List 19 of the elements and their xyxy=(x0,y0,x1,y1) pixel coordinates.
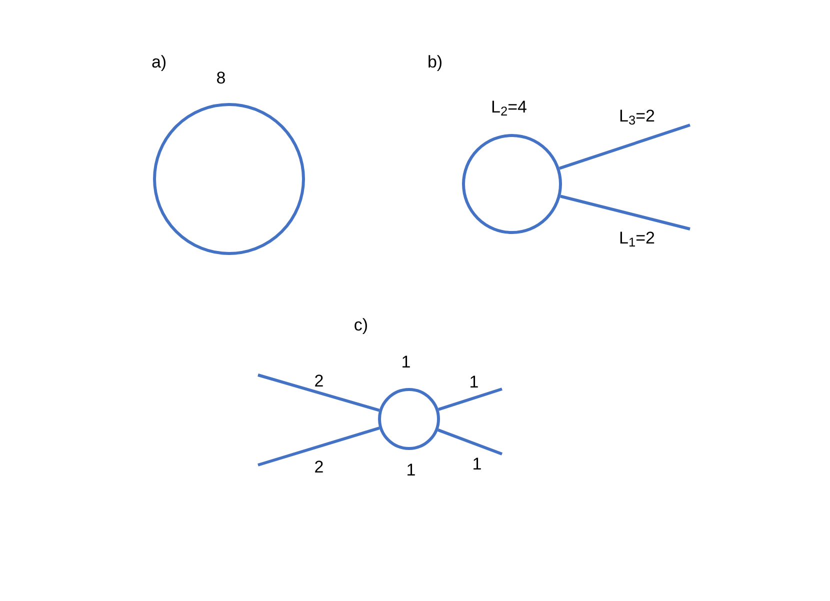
line-segment xyxy=(437,428,503,456)
line-segment xyxy=(438,388,502,411)
panel-label: a) xyxy=(151,54,167,70)
length-label: L$_{2}$=4 xyxy=(491,98,527,116)
edge-label: 2 xyxy=(314,372,324,390)
edge-label: L$_{1}$=2 xyxy=(619,230,655,246)
length-label: 1 xyxy=(401,354,411,370)
edge-label: 1 xyxy=(469,374,479,390)
line-segment xyxy=(560,194,690,230)
line-segment xyxy=(258,374,380,412)
length-label: 8 xyxy=(216,70,226,86)
edge-label: 1 xyxy=(472,456,482,472)
edge-label: 2 xyxy=(314,458,324,476)
line-segment xyxy=(558,124,690,170)
length-label: 1 xyxy=(406,462,416,478)
line-segment xyxy=(258,426,380,466)
panel-label: b) xyxy=(427,54,443,70)
edge-label: L$_{3}$=2 xyxy=(619,108,655,124)
panel-label: c) xyxy=(354,316,368,334)
